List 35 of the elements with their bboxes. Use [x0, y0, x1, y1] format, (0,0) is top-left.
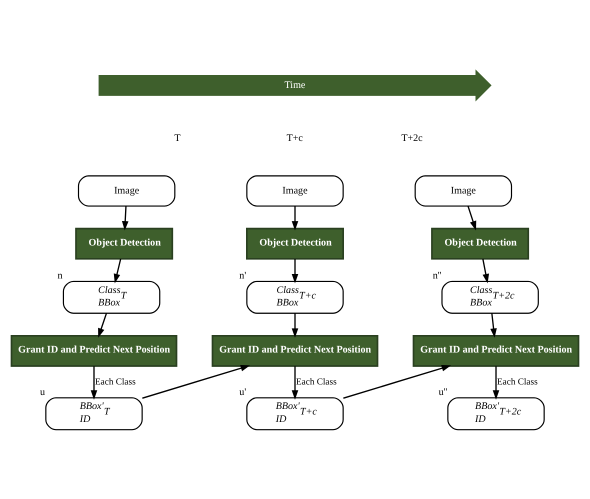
node-box: Object Detection: [75, 227, 174, 260]
node-label: n': [239, 270, 246, 282]
edge-label: Each Class: [497, 376, 538, 386]
node-box: Object Detection: [246, 227, 344, 260]
node-label: n'': [432, 270, 442, 282]
edge-label: Each Class: [296, 376, 337, 386]
arrow: [114, 258, 122, 283]
arrow: [482, 258, 490, 283]
arrow: [292, 366, 298, 400]
node-label: u': [239, 386, 246, 398]
arrow: [122, 206, 128, 230]
node-label: u: [40, 386, 46, 398]
node-box: Object Detection: [431, 227, 530, 260]
arrow: [90, 366, 98, 400]
label: T+2c: [401, 132, 423, 144]
arrow: [292, 258, 298, 283]
edge-label: Each Class: [95, 376, 136, 386]
arrow: [98, 312, 108, 338]
arrow: [142, 364, 250, 398]
node-label: u'': [438, 386, 448, 398]
node-box: Image: [78, 174, 176, 206]
arrow: [467, 206, 476, 230]
label: T: [174, 132, 181, 144]
node-box: Grant ID and Predict Next Position: [10, 334, 178, 366]
arrow: [292, 206, 298, 230]
node-label: n: [58, 270, 63, 282]
arrow: [490, 312, 497, 338]
arrow: [292, 312, 298, 338]
arrow: [492, 366, 500, 400]
arrow: [343, 364, 452, 398]
label: T+c: [286, 132, 303, 144]
node-box: Grant ID and Predict Next Position: [212, 334, 378, 366]
node-box: Image: [414, 174, 512, 206]
node-box: Image: [246, 174, 344, 206]
node-box: Grant ID and Predict Next Position: [412, 334, 580, 366]
